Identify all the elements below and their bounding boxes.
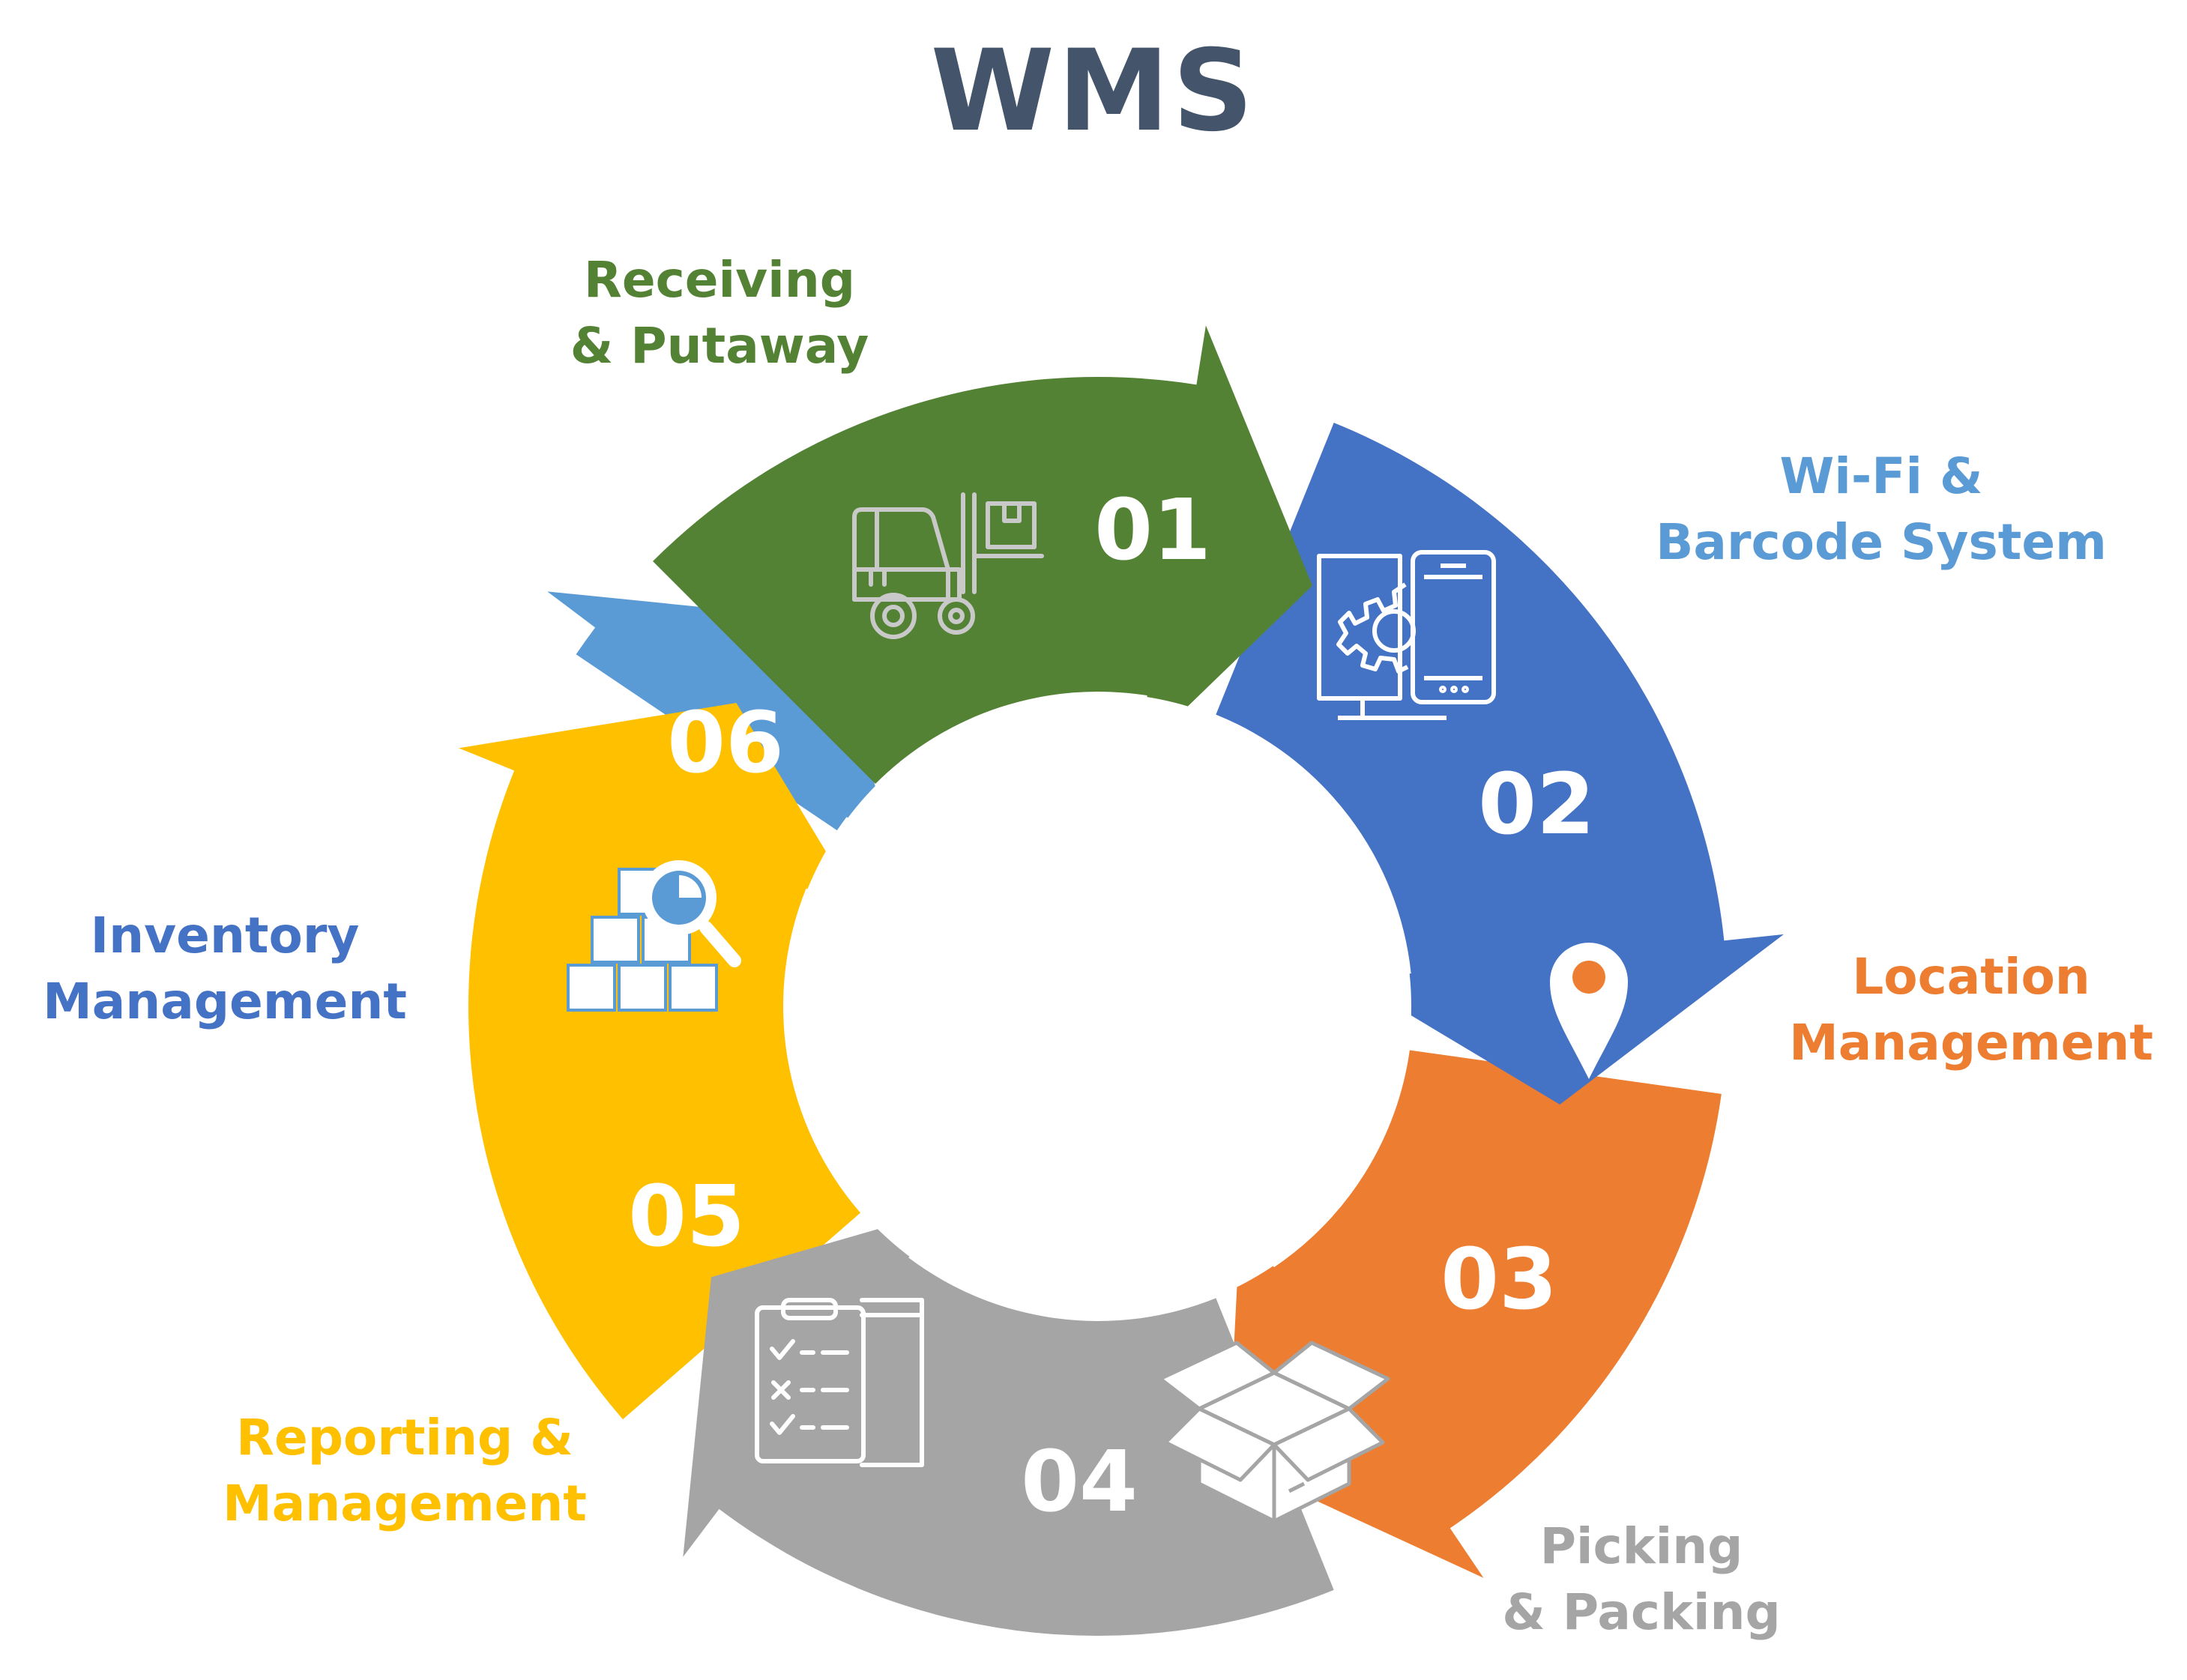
boxes-magnifier-icon bbox=[567, 860, 741, 1012]
monitor-phone-gear-icon bbox=[1317, 550, 1496, 720]
forklift-icon bbox=[852, 492, 1044, 639]
step-number-03: 03 bbox=[1441, 1231, 1557, 1329]
step-label-picking-packing: Picking& Packing bbox=[1502, 1517, 1781, 1641]
step-number-02: 02 bbox=[1478, 756, 1595, 853]
ring-segment-04 bbox=[683, 1209, 1334, 1637]
step-number-01: 01 bbox=[1094, 482, 1211, 579]
ring-center bbox=[785, 693, 1411, 1320]
ring-segment-05 bbox=[458, 703, 862, 1420]
step-number-04: 04 bbox=[1021, 1433, 1138, 1531]
open-box-icon bbox=[1158, 1341, 1390, 1523]
ring-segment-02 bbox=[1216, 423, 1784, 1105]
step-label-receiving: Receiving& Putaway bbox=[570, 251, 869, 375]
location-pin-icon bbox=[1550, 943, 1628, 1079]
step-number-06: 06 bbox=[667, 695, 784, 792]
clipboard-checklist-icon bbox=[755, 1298, 924, 1467]
diagram-title: WMS bbox=[930, 26, 1257, 157]
step-number-05: 05 bbox=[628, 1168, 745, 1266]
step-label-wifi-barcode: Wi-Fi &Barcode System bbox=[1656, 447, 2107, 571]
step-label-reporting: Reporting &Management bbox=[223, 1409, 587, 1532]
